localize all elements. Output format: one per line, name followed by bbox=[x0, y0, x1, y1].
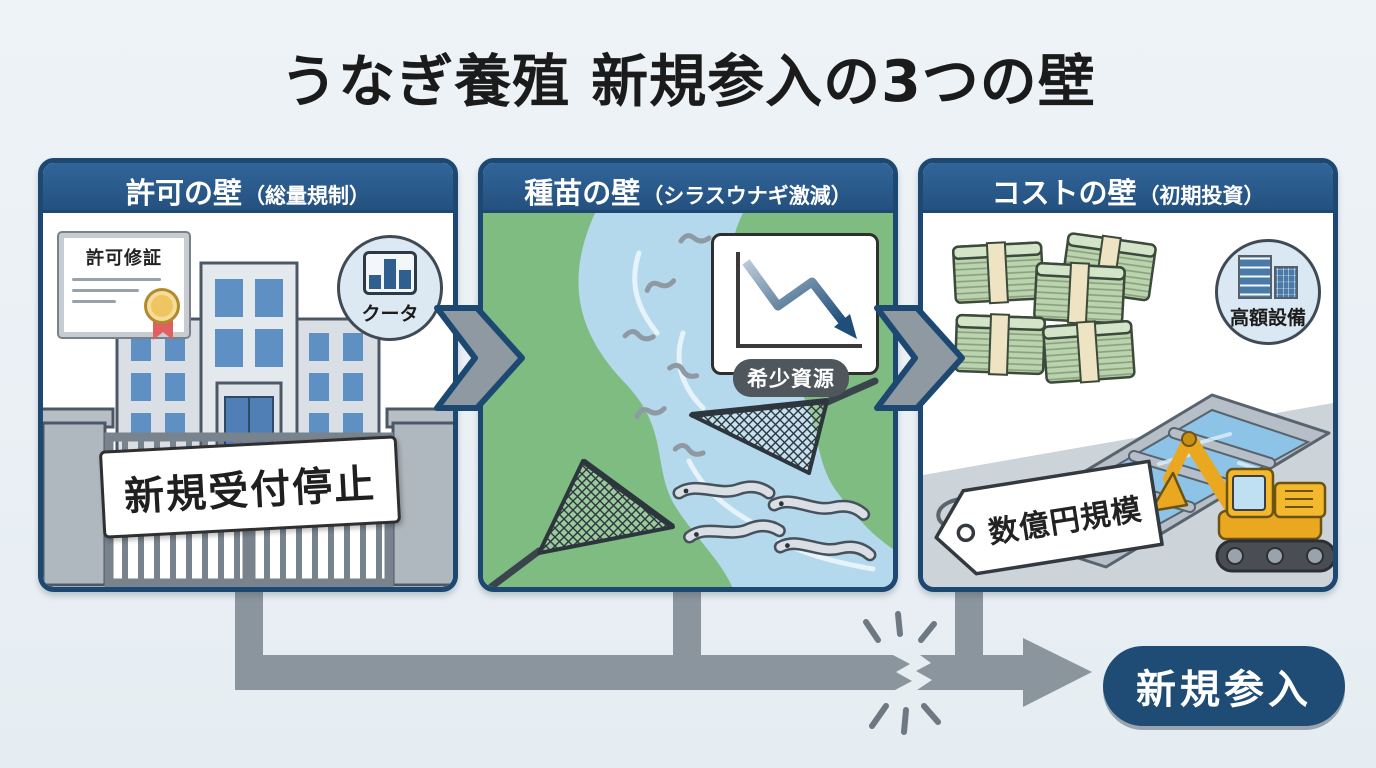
fish-net-illustration bbox=[487, 458, 675, 587]
chevron-right-icon bbox=[434, 305, 525, 411]
building-icon bbox=[1238, 254, 1298, 299]
expensive-equipment-badge: 高額設備 bbox=[1215, 239, 1321, 345]
equipment-badge-label: 高額設備 bbox=[1229, 306, 1306, 329]
panel-seed-wall: 種苗の壁 （シラスウナギ激減） bbox=[478, 158, 898, 592]
certificate-title: 許可修証 bbox=[86, 248, 162, 269]
panel-seed-subtitle: （シラスウナギ激減） bbox=[642, 184, 852, 208]
river-illustration bbox=[578, 213, 893, 587]
quota-badge-label: クータ bbox=[361, 302, 419, 325]
panel-permit-subtitle: （総量規制） bbox=[244, 184, 370, 208]
eel-icons bbox=[672, 480, 877, 562]
panel-cost-header: コストの壁 （初期投資） bbox=[923, 163, 1333, 213]
decline-chart-card bbox=[711, 233, 879, 375]
price-tag: 数億円規模 bbox=[923, 447, 1172, 587]
panel-permit-wall: 許可の壁 （総量規制） bbox=[38, 158, 458, 592]
glass-eel-icons bbox=[622, 233, 712, 457]
panel-permit-title: 許可の壁 bbox=[125, 176, 242, 210]
panel-seed-header: 種苗の壁 （シラスウナギ激減） bbox=[483, 163, 893, 213]
price-tag-shape bbox=[934, 459, 1164, 576]
fish-net-illustration bbox=[689, 377, 879, 475]
panel-seed-title: 種苗の壁 bbox=[524, 176, 641, 210]
flow-arrow-illustration bbox=[235, 586, 1092, 735]
bar-chart-icon bbox=[363, 250, 417, 295]
certificate-text-line bbox=[72, 300, 116, 303]
new-entry-result-pill: 新規参入 bbox=[1103, 646, 1345, 726]
panel-cost-subtitle: （初期投資） bbox=[1138, 184, 1265, 208]
panel-cost-body: 高額設備 数億円規模 bbox=[923, 213, 1333, 587]
certificate-text-line bbox=[72, 289, 139, 292]
excavator-illustration bbox=[1149, 431, 1333, 573]
declining-trend-arrow-icon bbox=[736, 252, 862, 348]
permit-certificate: 許可修証 bbox=[59, 233, 189, 340]
gate-sign: 新規受付停止 bbox=[98, 435, 402, 539]
money-stack-illustration bbox=[952, 232, 1157, 384]
panel-seed-body: 希少資源 bbox=[483, 213, 893, 587]
quota-badge: クータ bbox=[337, 235, 443, 341]
chevron-right-icon bbox=[874, 305, 965, 411]
panel-permit-body: 許可修証 クータ 新規受付停止 bbox=[43, 213, 453, 587]
page-title: うなぎ養殖 新規参入の3つの壁 bbox=[280, 49, 1096, 115]
break-spark-icon bbox=[863, 611, 941, 735]
flow-bar-left bbox=[235, 655, 912, 690]
flow-arrowhead bbox=[1023, 638, 1092, 707]
scarce-resource-badge: 希少資源 bbox=[733, 359, 849, 397]
certificate-text-line bbox=[72, 278, 162, 281]
flow-bar-right bbox=[916, 655, 1023, 690]
panel-cost-wall: コストの壁 （初期投資） bbox=[918, 158, 1338, 592]
certificate-rosette-icon bbox=[144, 288, 182, 344]
panel-permit-header: 許可の壁 （総量規制） bbox=[43, 163, 453, 213]
panel-cost-title: コストの壁 bbox=[991, 176, 1137, 210]
